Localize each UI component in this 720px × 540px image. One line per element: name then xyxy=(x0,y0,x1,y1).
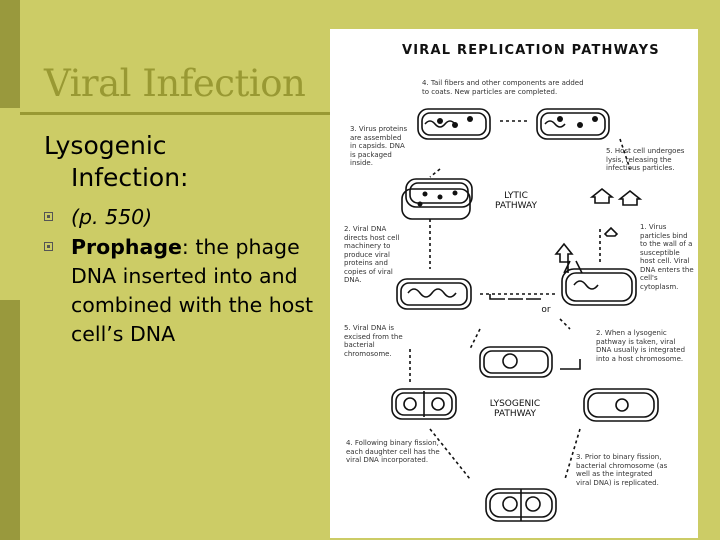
left-strip-bottom xyxy=(0,300,20,540)
viral-replication-figure: VIRAL REPLICATION PATHWAYS 4. Tail fiber… xyxy=(330,29,698,538)
figure-caption: 3. Virus proteins are assembled in capsi… xyxy=(350,125,408,168)
lysogenic-pathway-label: LYSOGENIC PATHWAY xyxy=(480,399,550,419)
figure-caption: 4. Following binary fission, each daught… xyxy=(346,439,446,465)
slide-title: Viral Infection xyxy=(44,62,305,105)
figure-caption: 1. Virus particles bind to the wall of a… xyxy=(640,223,694,291)
figure-caption: 4. Tail fibers and other components are … xyxy=(422,79,592,96)
figure-title: VIRAL REPLICATION PATHWAYS xyxy=(402,43,660,58)
lytic-pathway-label: LYTIC PATHWAY xyxy=(486,191,546,211)
bullet-item: Prophage: the phage DNA inserted into an… xyxy=(44,233,334,349)
subtitle-line-2: Infection: xyxy=(44,162,188,194)
bullet-term: Prophage xyxy=(71,235,182,259)
left-strip-top xyxy=(0,0,20,108)
subtitle-line-1: Lysogenic xyxy=(44,130,188,162)
slide-subtitle: Lysogenic Infection: xyxy=(44,130,188,194)
bullet-text: (p. 550) xyxy=(71,205,152,229)
figure-caption: 3. Prior to binary fission, bacterial ch… xyxy=(576,453,668,487)
bullet-square-icon xyxy=(44,212,53,221)
cell-icon xyxy=(562,269,636,305)
figure-caption: 2. When a lysogenic pathway is taken, vi… xyxy=(596,329,688,363)
title-underline xyxy=(20,112,330,115)
figure-caption: 2. Viral DNA directs host cell machinery… xyxy=(344,225,402,285)
figure-caption: 5. Host cell undergoes lysis, releasing … xyxy=(606,147,692,173)
bullet-item: (p. 550) xyxy=(44,203,334,232)
bullet-list: (p. 550) Prophage: the phage DNA inserte… xyxy=(44,203,334,350)
or-label: or xyxy=(536,305,556,315)
figure-caption: 5. Viral DNA is excised from the bacteri… xyxy=(344,324,414,358)
bullet-square-icon xyxy=(44,242,53,251)
